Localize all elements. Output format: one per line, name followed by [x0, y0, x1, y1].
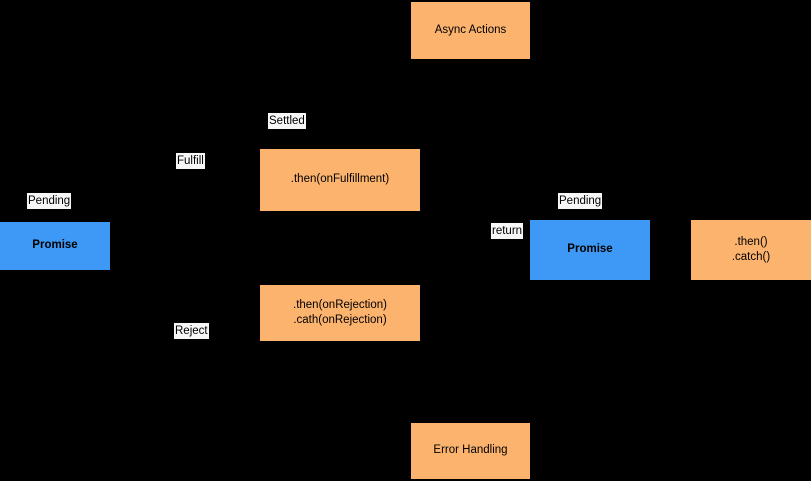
node-line: Promise	[32, 239, 78, 252]
async-actions-node[interactable]: Async Actions	[411, 2, 530, 59]
then-on-fulfillment-node[interactable]: .then(onFulfillment)	[260, 149, 420, 211]
edge-label-return: return	[491, 223, 524, 239]
edge-reject-to-error	[420, 312, 471, 423]
edge-promise-to-reject	[110, 245, 260, 314]
error-handling-node[interactable]: Error Handling	[411, 423, 530, 479]
node-line: Promise	[567, 243, 613, 256]
edge-promise-to-fulfill	[110, 179, 260, 247]
edge-label-settled: Settled	[268, 113, 306, 129]
node-line: .cath(onRejection)	[293, 314, 387, 326]
node-line: Async Actions	[434, 23, 507, 36]
edge-async-to-fulfill	[339, 29, 411, 149]
node-line: .then(onFulfillment)	[290, 173, 390, 186]
then-catch-node[interactable]: .then() .catch()	[691, 220, 811, 280]
node-line: .catch()	[731, 251, 771, 263]
edge-label-reject: Reject	[174, 323, 209, 339]
node-line: Error Handling	[433, 444, 508, 457]
promise-left-node[interactable]: Promise	[0, 222, 110, 270]
then-on-rejection-node[interactable]: .then(onRejection) .cath(onRejection)	[260, 285, 420, 341]
edge-label-pending-right: Pending	[558, 193, 603, 209]
node-line: .then(onRejection)	[293, 298, 387, 311]
edge-label-fulfill: Fulfill	[176, 153, 205, 169]
node-line: .then()	[734, 235, 768, 248]
edge-label-pending-left: Pending	[27, 193, 72, 209]
promise-right-node[interactable]: Promise	[530, 220, 650, 280]
edge-fulfill-to-promise-right	[420, 179, 530, 251]
